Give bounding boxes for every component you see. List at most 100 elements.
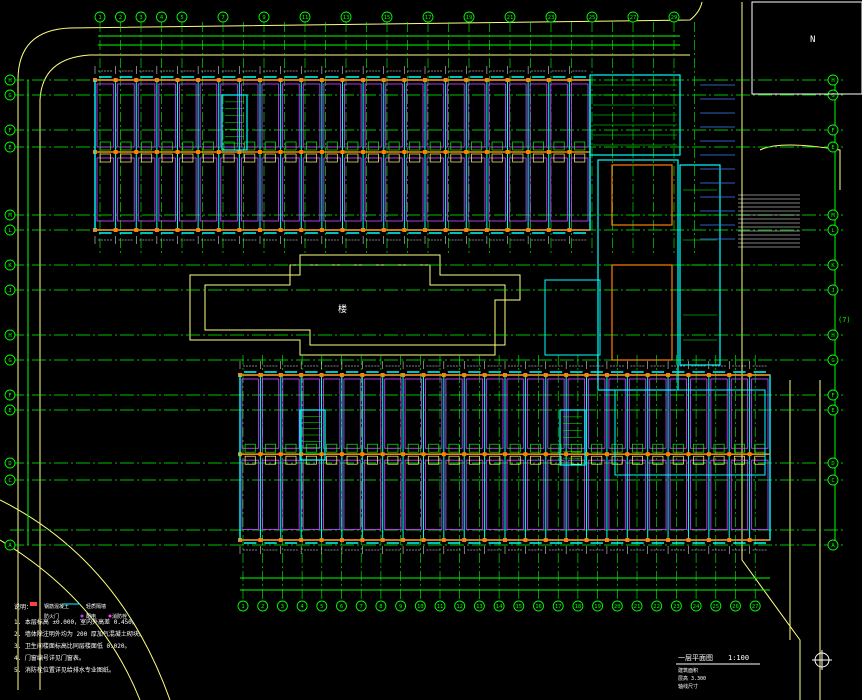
core-wall [221,94,248,151]
axis-bubble-top-label: 9 [262,15,265,21]
link-room [611,264,673,361]
axis-bubble-bottom [336,600,347,612]
existing-building-box [751,1,862,95]
room-lower [509,157,527,222]
axis-bubble-right-label: D [831,461,834,467]
axis-bubble-left [4,224,16,236]
axis-bubble-bottom-label: 18 [575,604,582,610]
bathroom-fixture [367,443,378,453]
axis-bubble-top [156,11,167,23]
axis-bubble-left [4,457,16,469]
room-upper [467,83,486,148]
bathroom-fixture [632,455,643,465]
north-wing [93,66,591,244]
bathroom-fixture [574,141,586,151]
axis-bubble-left-label: K [8,263,12,269]
axis-bubble-bottom [434,600,446,612]
bathroom-fixture [491,141,503,151]
bathroom-fixture [306,153,318,163]
bathroom-fixture [471,153,483,163]
legend-item-2: 轻质隔墙 [86,603,106,610]
bathroom-fixture [553,153,565,163]
bathroom-fixture [574,153,586,163]
room-upper [282,378,300,449]
axis-bubble-right [827,457,839,469]
room-lower [730,459,749,530]
axis-bubble-top-label: 21 [507,15,514,21]
room-lower [363,459,382,530]
room-lower [323,459,341,530]
axis-bubble-right [827,354,839,366]
axis-bubble-left-label: E [8,408,11,414]
room-lower [550,157,568,222]
bathroom-fixture [388,153,400,163]
bathroom-fixture [512,153,524,163]
axis-bubble-bottom [710,600,722,612]
axis-bubble-top-label: 1 [98,15,101,21]
link-room [611,164,673,226]
room-lower [220,157,238,222]
axis-bubble-right-label: F [831,393,834,399]
axis-bubble-bottom [493,600,505,612]
room-lower [404,459,422,530]
axis-bubble-bottom [611,600,623,612]
room-lower [282,459,300,530]
axis-bubble-bottom [276,600,288,612]
room-upper [445,378,463,449]
room-lower [526,459,545,530]
bathroom-fixture [429,153,441,163]
site-outline [0,1,841,700]
bathroom-fixture [448,443,460,453]
room-upper [158,83,176,148]
axis-bubble-right-label: E [831,145,834,151]
room-lower [649,459,667,530]
axis-bubble-bottom-label: 2 [261,604,264,610]
bathroom-fixture [512,141,524,151]
axis-bubble-right [827,539,839,551]
room-upper [425,378,443,449]
room-upper [608,378,626,449]
axis-bubble-top [586,11,598,23]
bathroom-fixture [530,443,542,453]
bathroom-fixture [468,443,480,453]
bathroom-fixture [285,455,297,465]
axis-bubble-left [4,284,16,296]
axis-bubble-left [4,74,16,86]
axis-bubble-bottom-label: 27 [752,604,759,610]
axis-bubble-top [176,11,188,23]
room-upper [323,378,341,449]
bathroom-fixture [489,443,501,453]
legend-item-3: 防火门 [44,613,59,620]
bathroom-fixture [450,141,462,151]
axis-bubble-right [827,329,839,341]
axis-bubble-top-label: 15 [384,15,391,21]
axis-bubble-top-label: 4 [160,15,164,21]
bathroom-fixture [489,455,501,465]
room-upper [364,83,383,148]
room-upper [199,83,218,148]
axis-bubble-bottom [690,600,702,612]
title-block-line-2: 层高 3.300 [678,675,706,682]
axis-bubble-top-label: 13 [343,15,350,21]
bathroom-fixture [182,153,194,163]
bathroom-fixture [244,443,256,453]
notes-line-2: 1. 本层标高 ±0.000，室内外高差 0.450。 [14,618,138,626]
axis-bubble-bottom-label: 16 [535,604,542,610]
axis-bubble-top-label: 2 [119,15,122,21]
bathroom-fixture [553,141,565,151]
bathroom-fixture [387,443,399,453]
courtyard-label: 楼 [338,303,347,315]
room-lower [179,157,197,222]
bathroom-fixture [550,455,562,465]
bathroom-fixture [141,153,153,163]
axis-bubble-left [4,209,16,221]
axis-bubble-left-label: G [8,358,11,364]
axis-bubble-left [4,474,16,486]
notes-line-1: 说明： [14,603,32,611]
room-lower [385,157,403,222]
axis-bubble-top [94,11,106,23]
room-lower [570,157,589,222]
se-block [614,389,766,476]
room-lower [344,157,362,222]
axis-bubble-top [299,11,311,23]
